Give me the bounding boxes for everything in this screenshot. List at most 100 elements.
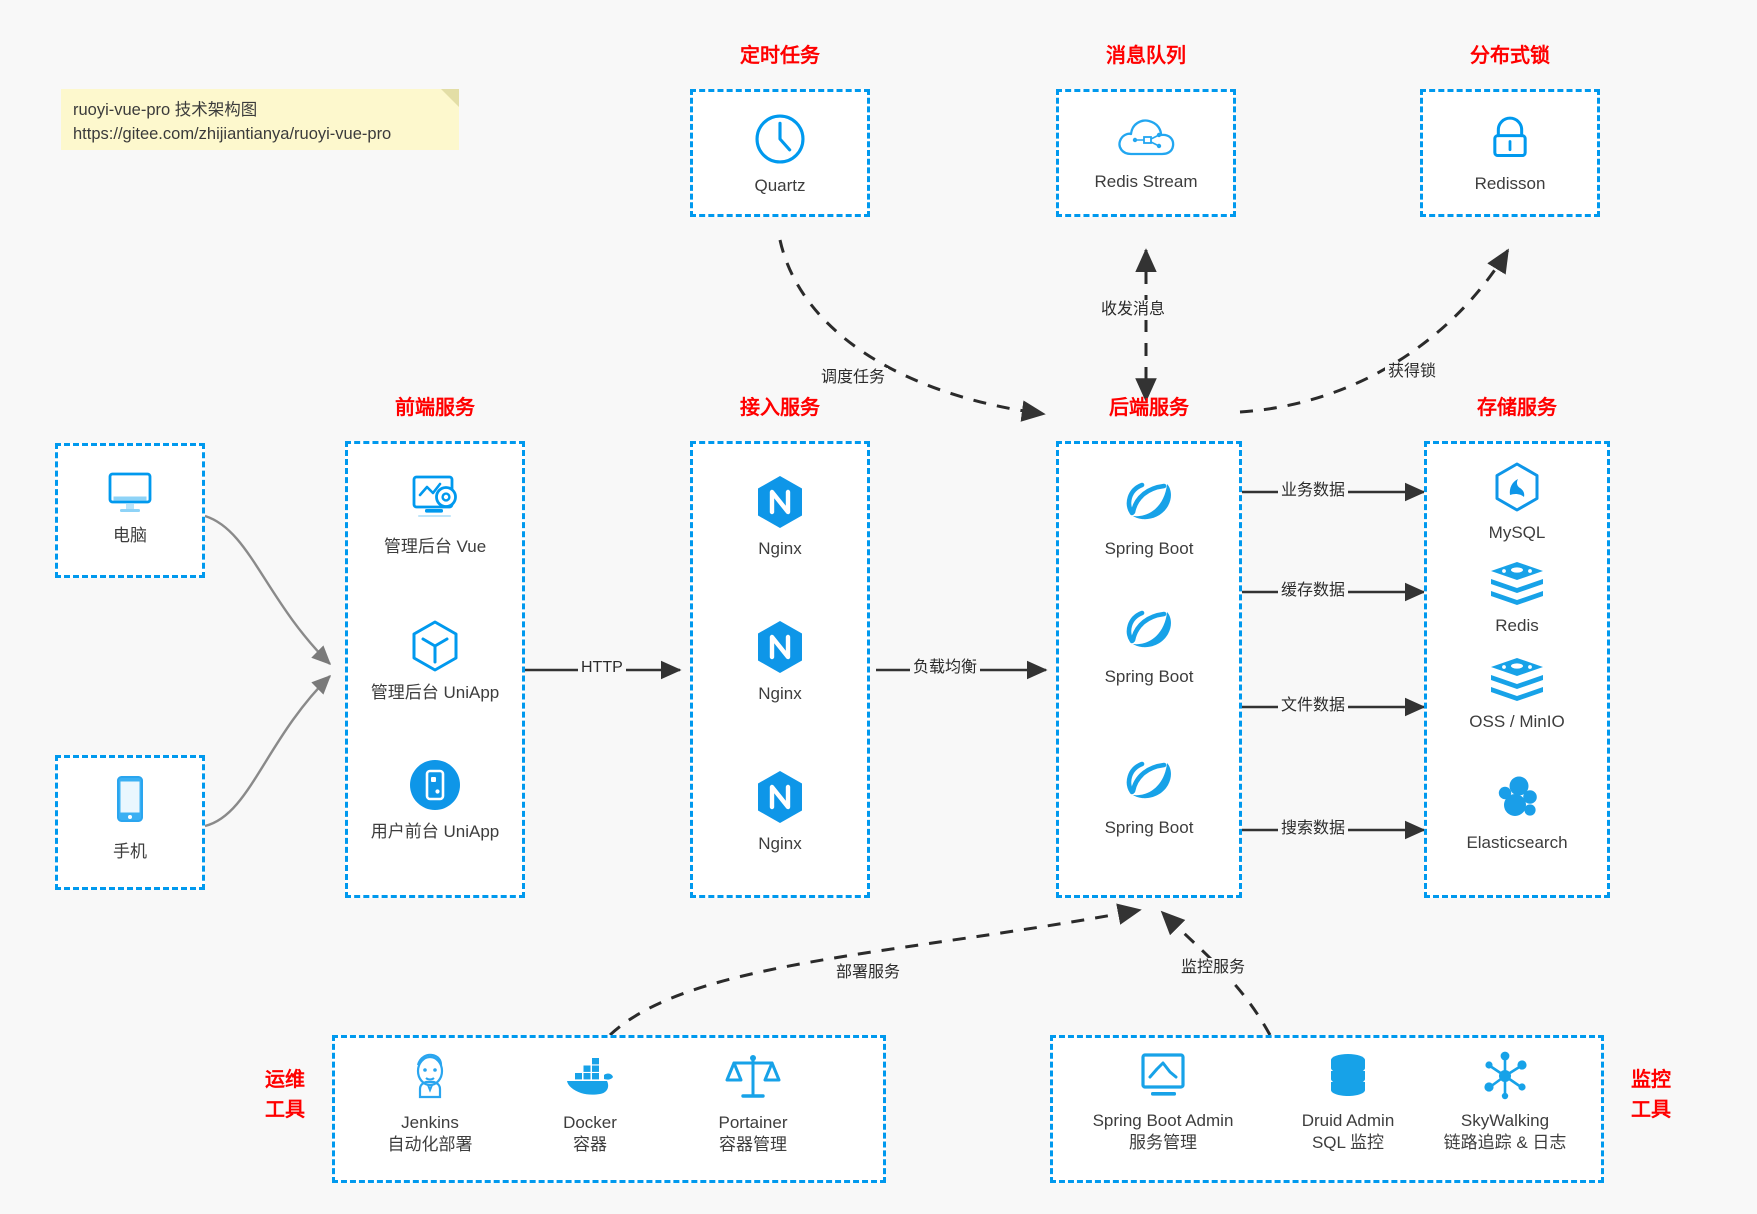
group-title-distributed-lock: 分布式锁	[1470, 45, 1550, 67]
group-box-scheduled-task	[690, 89, 870, 217]
node-nginx-3[interactable]: Nginx	[700, 768, 860, 855]
node-jenkins[interactable]: Jenkins 自动化部署	[352, 1049, 508, 1156]
node-druid-admin[interactable]: Druid Admin SQL 监控	[1270, 1049, 1426, 1154]
node-nginx-1[interactable]: Nginx	[700, 473, 860, 560]
node-sublabel: 容器	[573, 1135, 607, 1154]
node-label: Redis Stream	[1094, 172, 1198, 191]
dashboard-settings-icon	[405, 471, 465, 529]
node-label: Docker	[563, 1113, 617, 1132]
node-sublabel: 容器管理	[719, 1135, 787, 1154]
node-redisson[interactable]: Redisson	[1430, 110, 1590, 195]
node-redis-stream[interactable]: Redis Stream	[1066, 112, 1226, 193]
monitor-icon	[101, 466, 159, 518]
monitor-title-line2: 工具	[1631, 1099, 1671, 1121]
nginx-icon	[753, 473, 807, 531]
group-title-backend-service: 后端服务	[1109, 397, 1189, 419]
mobile-app-icon	[406, 756, 464, 814]
node-admin-uniapp[interactable]: 管理后台 UniApp	[355, 617, 515, 704]
node-label: Redis	[1495, 616, 1539, 635]
node-docker[interactable]: Docker 容器	[512, 1049, 668, 1156]
node-label: Portainer	[718, 1113, 788, 1132]
node-label: Spring Boot	[1104, 539, 1194, 558]
edge-label-schedule-task: 调度任务	[818, 368, 889, 388]
redis-icon	[1488, 560, 1546, 608]
node-label: Spring Boot	[1104, 667, 1194, 686]
database-icon	[1321, 1049, 1375, 1103]
lock-icon	[1482, 110, 1538, 166]
group-title-storage-service: 存储服务	[1477, 397, 1557, 419]
node-spring-boot-3[interactable]: Spring Boot	[1066, 752, 1232, 839]
spring-boot-icon	[1120, 473, 1178, 531]
node-label: Nginx	[758, 539, 802, 558]
node-label: Quartz	[754, 176, 806, 195]
note-url: https://gitee.com/zhijiantianya/ruoyi-vu…	[73, 125, 392, 143]
edge-label-cache-data: 缓存数据	[1278, 581, 1349, 601]
devops-title-line1: 运维	[265, 1069, 305, 1091]
node-admin-vue[interactable]: 管理后台 Vue	[355, 471, 515, 558]
node-sublabel: 链路追踪 & 日志	[1443, 1133, 1567, 1152]
diagram-note: ruoyi-vue-pro 技术架构图 https://gitee.com/zh…	[61, 89, 459, 150]
edge-label-send-receive-message: 收发消息	[1098, 300, 1169, 320]
smartphone-icon	[107, 772, 153, 834]
node-oss-minio[interactable]: OSS / MinIO	[1434, 656, 1600, 733]
node-spring-boot-1[interactable]: Spring Boot	[1066, 473, 1232, 560]
node-sublabel: SQL 监控	[1311, 1133, 1385, 1152]
node-nginx-2[interactable]: Nginx	[700, 618, 860, 705]
node-label: Jenkins	[401, 1113, 459, 1132]
edge-label-deploy-service: 部署服务	[833, 963, 904, 983]
edge-label-load-balance: 负载均衡	[910, 658, 981, 678]
edge-backend-to-lock	[1239, 248, 1510, 414]
node-redis[interactable]: Redis	[1434, 560, 1600, 637]
group-title-scheduled-task: 定时任务	[740, 45, 820, 67]
cloud-stream-icon	[1115, 112, 1177, 164]
node-phone[interactable]: 手机	[60, 772, 200, 863]
object-storage-icon	[1488, 656, 1546, 704]
node-label: Nginx	[758, 684, 802, 703]
network-nodes-icon	[1477, 1049, 1533, 1103]
nginx-icon	[753, 618, 807, 676]
node-portainer[interactable]: Portainer 容器管理	[675, 1049, 831, 1156]
group-title-gateway-service: 接入服务	[740, 397, 820, 419]
node-label: Spring Boot	[1104, 818, 1194, 837]
group-title-message-queue: 消息队列	[1106, 45, 1186, 67]
node-quartz[interactable]: Quartz	[700, 110, 860, 197]
edge-phone-to-frontend	[204, 674, 332, 828]
edge-label-monitor-service: 监控服务	[1178, 958, 1249, 978]
node-label: Nginx	[758, 834, 802, 853]
node-label: Spring Boot Admin	[1092, 1111, 1234, 1130]
devops-title-line2: 工具	[265, 1099, 305, 1121]
balance-scale-icon	[724, 1049, 782, 1105]
monitor-chart-icon	[1134, 1049, 1192, 1103]
node-mysql[interactable]: MySQL	[1434, 461, 1600, 544]
node-label: Elasticsearch	[1466, 833, 1568, 852]
note-fold-corner	[441, 89, 459, 107]
node-label: MySQL	[1488, 523, 1546, 542]
edge-label-search-data: 搜索数据	[1278, 819, 1349, 839]
group-box-distributed-lock	[1420, 89, 1600, 217]
elasticsearch-icon	[1489, 773, 1545, 825]
node-computer[interactable]: 电脑	[60, 466, 200, 547]
jenkins-icon	[402, 1049, 458, 1105]
group-title-monitor-tools: 监控 工具	[1614, 1065, 1688, 1125]
node-label: 管理后台 UniApp	[370, 683, 500, 702]
monitor-title-line1: 监控	[1631, 1069, 1671, 1091]
node-elasticsearch[interactable]: Elasticsearch	[1434, 773, 1600, 854]
node-label: Druid Admin	[1301, 1111, 1395, 1130]
node-sublabel: 自动化部署	[387, 1135, 473, 1154]
client-box-phone	[55, 755, 205, 890]
spring-boot-icon	[1120, 601, 1178, 659]
node-skywalking[interactable]: SkyWalking 链路追踪 & 日志	[1420, 1049, 1590, 1154]
docker-icon	[559, 1049, 621, 1105]
group-title-frontend-service: 前端服务	[395, 397, 475, 419]
hexagon-cube-icon	[406, 617, 464, 675]
node-spring-boot-admin[interactable]: Spring Boot Admin 服务管理	[1068, 1049, 1258, 1154]
node-spring-boot-2[interactable]: Spring Boot	[1066, 601, 1232, 688]
spring-boot-icon	[1120, 752, 1178, 810]
node-label: 用户前台 UniApp	[370, 822, 500, 841]
edge-label-file-data: 文件数据	[1278, 696, 1349, 716]
node-label: 手机	[113, 842, 147, 861]
node-label: 电脑	[113, 526, 147, 545]
nginx-icon	[753, 768, 807, 826]
node-user-uniapp[interactable]: 用户前台 UniApp	[355, 756, 515, 843]
